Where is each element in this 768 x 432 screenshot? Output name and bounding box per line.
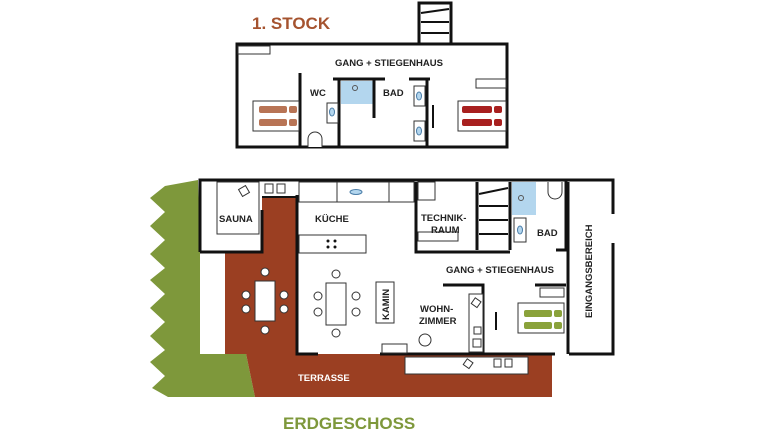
room-technik-line2: RAUM <box>431 225 460 236</box>
kitchen-island <box>298 234 367 254</box>
dining-table <box>325 282 347 326</box>
bed-upper-right <box>457 100 507 132</box>
room-wohn-line2: ZIMMER <box>419 316 457 327</box>
room-wc: WC <box>310 88 326 99</box>
room-bad-upper: BAD <box>383 88 404 99</box>
ground-floor-plan: SAUNA KÜCHE TECHNIK- RAUM BAD GANG + STI… <box>150 178 615 397</box>
room-bad-ground: BAD <box>537 228 558 239</box>
room-sauna: SAUNA <box>219 214 253 225</box>
terrace-label: TERRASSE <box>298 373 350 384</box>
room-technik-line1: TECHNIK- <box>421 213 466 224</box>
room-eingangsbereich: EINGANGSBEREICH <box>584 224 595 318</box>
ground-floor-title: ERDGESCHOSS <box>283 414 415 432</box>
shower <box>341 81 373 104</box>
upper-floor-plan: GANG + STIEGENHAUS WC BAD <box>235 1 509 149</box>
fireplace <box>375 281 395 324</box>
terrace-table <box>254 280 276 322</box>
ground-shower <box>512 182 536 215</box>
kamin-label: KAMIN <box>381 289 392 320</box>
upper-floor-title: 1. STOCK <box>252 14 331 33</box>
room-gang-upper: GANG + STIEGENHAUS <box>335 58 443 69</box>
garden-label: GARTEN <box>203 278 214 318</box>
room-wohn-line1: WOHN- <box>420 304 453 315</box>
bed-upper-left <box>252 100 300 132</box>
room-kueche: KÜCHE <box>315 214 349 225</box>
room-gang-ground: GANG + STIEGENHAUS <box>446 265 554 276</box>
